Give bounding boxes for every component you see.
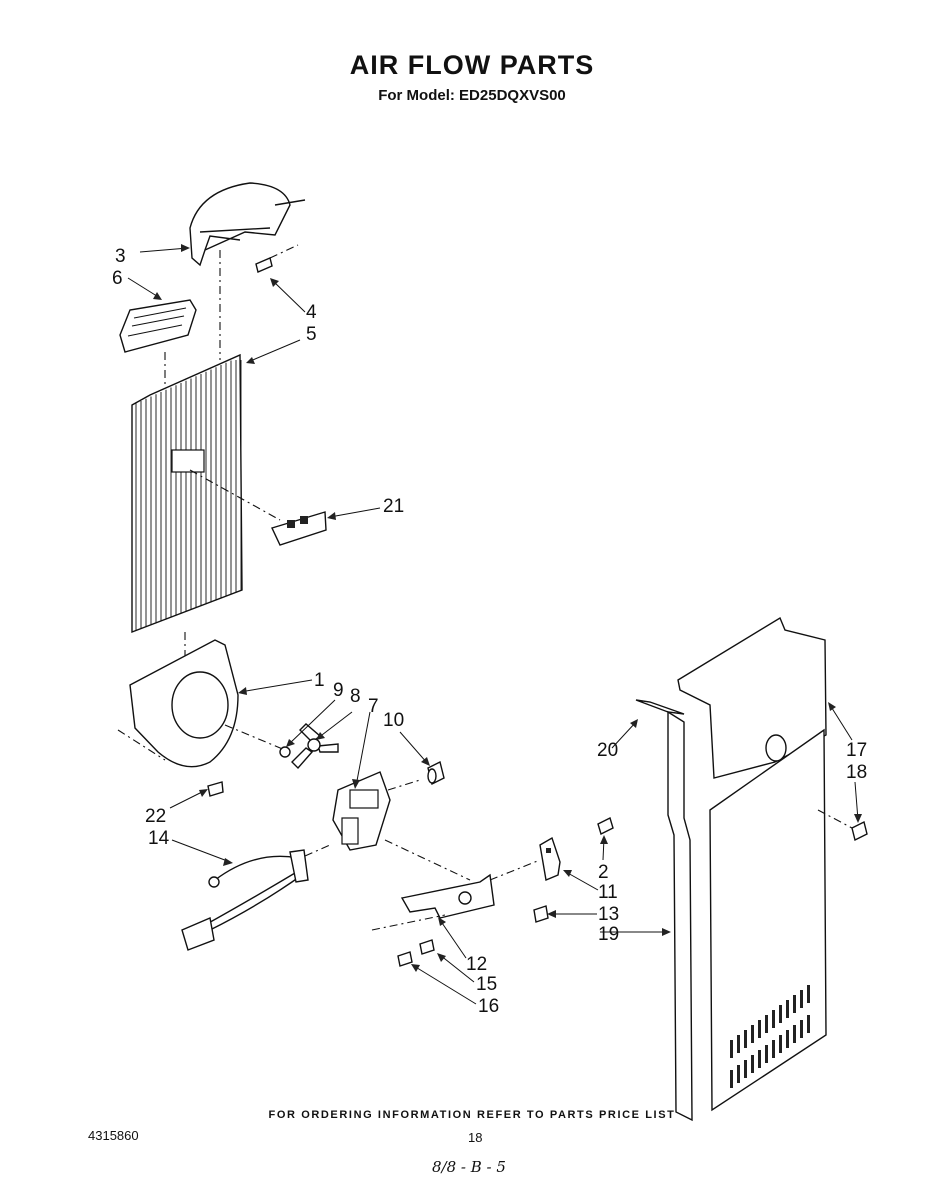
panel-vent	[786, 1000, 789, 1018]
callout-labels: 3 6 4 5 21 1 9 8 7 10 22 14 2 11 13 19 1…	[112, 246, 867, 1017]
part-screw-16	[397, 951, 413, 967]
leader-lines	[127, 244, 862, 1005]
panel-vent	[751, 1055, 754, 1073]
callout-9: 9	[333, 680, 344, 701]
ordering-note: FOR ORDERING INFORMATION REFER TO PARTS …	[268, 1109, 676, 1121]
page-number: 18	[468, 1130, 483, 1145]
callout-7: 7	[368, 696, 379, 717]
panel-vent	[758, 1020, 761, 1038]
panel-vent	[758, 1050, 761, 1068]
part-rear-panel	[677, 616, 827, 1112]
callout-22: 22	[145, 806, 166, 827]
callout-13: 13	[598, 904, 619, 925]
part-screw-2	[597, 817, 614, 835]
panel-vent	[800, 1020, 803, 1038]
part-clip-bracket	[539, 836, 561, 881]
callout-17: 17	[846, 740, 867, 761]
panel-vent	[807, 985, 810, 1003]
handwritten-note: 8/8 - B - 5	[432, 1158, 506, 1176]
callout-20: 20	[597, 740, 618, 761]
callout-5: 5	[306, 324, 317, 345]
panel-vent	[730, 1040, 733, 1058]
page-title: AIR FLOW PARTS	[349, 50, 595, 80]
callout-11: 11	[598, 882, 618, 903]
panel-vent	[765, 1045, 768, 1063]
panel-vent	[765, 1015, 768, 1033]
panel-vent	[737, 1065, 740, 1083]
part-nut-9	[279, 746, 291, 758]
callout-10: 10	[383, 710, 404, 731]
part-wire-harness	[181, 844, 331, 951]
callout-14: 14	[148, 828, 170, 849]
panel-vent	[793, 1025, 796, 1043]
panel-vent	[744, 1060, 747, 1078]
part-grommet	[427, 760, 445, 786]
callout-4: 4	[306, 302, 317, 323]
part-fan-blade	[291, 723, 339, 770]
panel-vent	[793, 995, 796, 1013]
panel-vent	[779, 1035, 782, 1053]
callout-16: 16	[478, 996, 499, 1017]
callout-2: 2	[598, 862, 609, 883]
document-number: 4315860	[88, 1128, 139, 1143]
callout-15: 15	[476, 974, 497, 995]
callout-1: 1	[314, 670, 325, 691]
panel-vent	[751, 1025, 754, 1043]
part-motor-mount	[371, 859, 541, 931]
panel-vent	[772, 1010, 775, 1028]
part-grille-insert	[119, 299, 197, 395]
part-screw-18	[817, 809, 868, 842]
panel-vent	[786, 1030, 789, 1048]
callout-8: 8	[350, 686, 361, 707]
model-subtitle: For Model: ED25DQXVS00	[378, 87, 566, 104]
panel-vent	[744, 1030, 747, 1048]
part-shroud-top	[189, 182, 306, 360]
callout-21: 21	[383, 496, 404, 517]
callout-12: 12	[466, 954, 487, 975]
part-screw-15	[419, 939, 435, 955]
panel-vent	[730, 1070, 733, 1088]
panel-vent	[800, 990, 803, 1008]
part-gasket	[635, 699, 685, 715]
panel-vent	[737, 1035, 740, 1053]
part-screw-4	[255, 244, 299, 273]
callout-18: 18	[846, 762, 867, 783]
callout-3: 3	[115, 246, 126, 267]
callout-19: 19	[598, 924, 619, 945]
part-sensor-bracket	[271, 511, 327, 546]
part-fan-motor	[332, 771, 471, 881]
panel-vent	[772, 1040, 775, 1058]
part-screw-22	[207, 781, 224, 797]
part-evaporator-cover	[131, 353, 281, 660]
panel-vent	[779, 1005, 782, 1023]
part-side-liner	[667, 710, 693, 1122]
part-nut-13	[533, 905, 549, 923]
panel-vent	[807, 1015, 810, 1033]
part-fan-housing	[117, 639, 286, 768]
callout-6: 6	[112, 268, 123, 289]
